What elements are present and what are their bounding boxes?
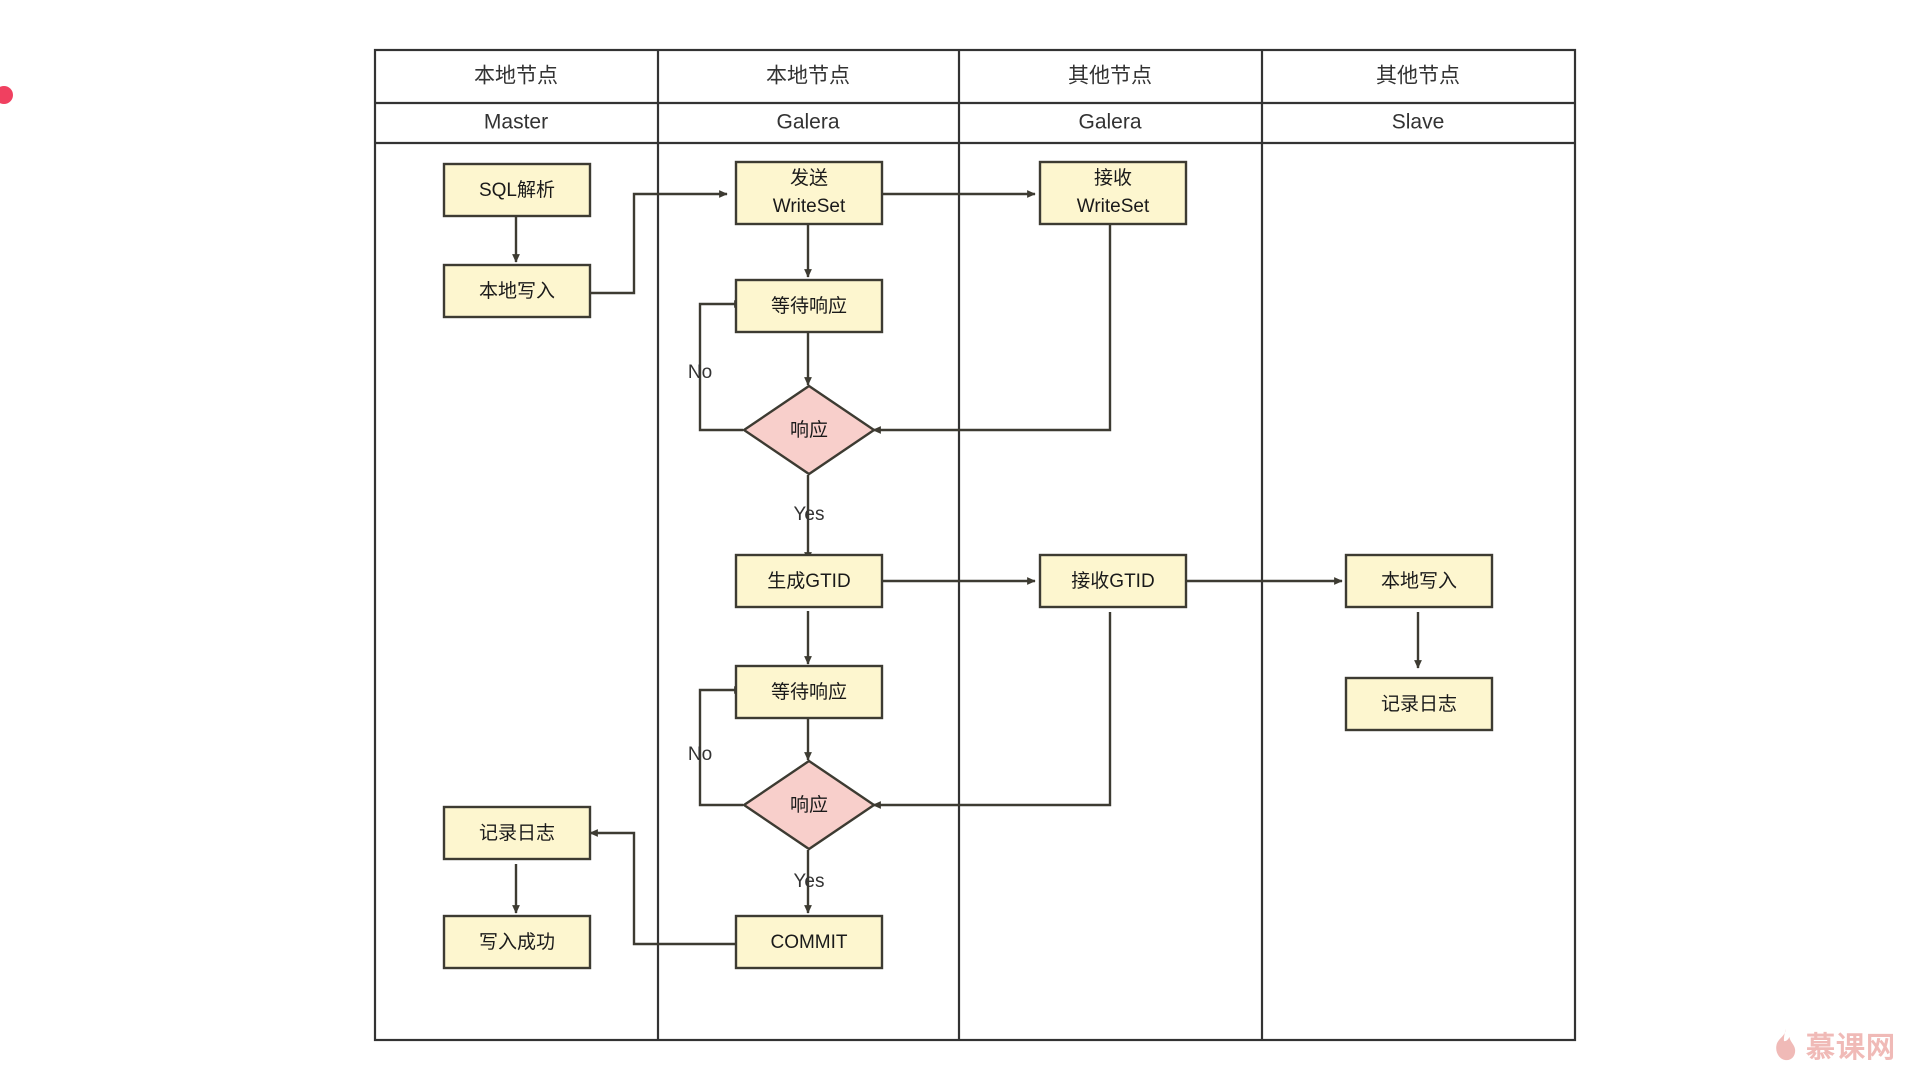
node-resp-decision-1[interactable]: 响应	[741, 384, 877, 476]
node-label-local-write-slave: 本地写入	[1381, 570, 1457, 592]
node-label-sql-parse: SQL解析	[479, 179, 555, 201]
edge-label-no-2: No	[688, 744, 712, 765]
lane-headers: 本地节点 Master 本地节点 Galera 其他节点 Galera 其他节点…	[474, 65, 1460, 134]
node-write-success[interactable]: 写入成功	[442, 914, 592, 970]
flow-edges	[512, 190, 1422, 946]
lane-title-galera-other: 其他节点	[1068, 65, 1152, 88]
node-label-commit: COMMIT	[770, 932, 847, 953]
edge-label-yes-2: Yes	[794, 871, 825, 892]
node-recv-writeset[interactable]: 接收 WriteSet	[1038, 160, 1188, 226]
edge-labels: No Yes No Yes	[688, 362, 825, 892]
lane-title-master: 本地节点	[474, 65, 558, 88]
lane-subtitle-galera-local: Galera	[776, 111, 839, 134]
node-label-send-writeset-line2: WriteSet	[773, 196, 846, 217]
node-label-recv-writeset-line1: 接收	[1094, 167, 1132, 189]
node-label-log-record-master: 记录日志	[479, 822, 555, 844]
node-local-write-slave[interactable]: 本地写入	[1344, 553, 1494, 609]
node-label-log-record-slave: 记录日志	[1381, 693, 1457, 715]
node-label-resp-decision-1: 响应	[790, 419, 828, 441]
lane-title-galera-local: 本地节点	[766, 65, 850, 88]
node-label-wait-resp-1: 等待响应	[771, 295, 847, 317]
lane-subtitle-slave: Slave	[1392, 111, 1445, 134]
node-wait-resp-2[interactable]: 等待响应	[734, 664, 884, 720]
edge-recvgtid-to-decision2	[872, 612, 1112, 809]
edge-decision2-no-loop	[698, 686, 743, 807]
node-label-write-success: 写入成功	[479, 931, 555, 953]
edge-commit-to-logrecord-master	[589, 829, 808, 946]
node-recv-gtid[interactable]: 接收GTID	[1038, 553, 1188, 609]
node-send-writeset[interactable]: 发送 WriteSet	[734, 160, 884, 226]
node-label-recv-writeset-line2: WriteSet	[1077, 196, 1150, 217]
node-resp-decision-2[interactable]: 响应	[741, 759, 877, 851]
node-log-record-slave[interactable]: 记录日志	[1344, 676, 1494, 732]
lane-frame	[373, 48, 1577, 1042]
edge-label-no-1: No	[688, 362, 712, 383]
node-gen-gtid[interactable]: 生成GTID	[734, 553, 884, 609]
lane-subtitle-galera-other: Galera	[1078, 111, 1141, 134]
node-label-local-write-master: 本地写入	[479, 280, 555, 302]
flame-icon	[1776, 1029, 1796, 1061]
edge-localwrite-to-sendwriteset	[590, 190, 728, 295]
watermark-text: 慕课网	[1805, 1030, 1896, 1064]
edge-decision1-no-loop	[698, 300, 743, 432]
page-marker-dot	[0, 86, 13, 104]
lane-title-slave: 其他节点	[1376, 65, 1460, 88]
node-local-write-master[interactable]: 本地写入	[442, 263, 592, 319]
node-commit[interactable]: COMMIT	[734, 914, 884, 970]
node-wait-resp-1[interactable]: 等待响应	[734, 278, 884, 334]
lane-subtitle-master: Master	[484, 111, 548, 134]
node-sql-parse[interactable]: SQL解析	[442, 162, 592, 218]
node-label-gen-gtid: 生成GTID	[767, 570, 850, 592]
node-log-record-master[interactable]: 记录日志	[442, 805, 592, 861]
node-label-recv-gtid: 接收GTID	[1071, 570, 1154, 592]
node-label-send-writeset-line1: 发送	[790, 167, 828, 189]
node-label-wait-resp-2: 等待响应	[771, 681, 847, 703]
edge-label-yes-1: Yes	[794, 504, 825, 525]
watermark: 慕课网	[1768, 1024, 1896, 1066]
node-label-resp-decision-2: 响应	[790, 794, 828, 816]
edge-recvwriteset-to-decision1	[872, 225, 1112, 434]
